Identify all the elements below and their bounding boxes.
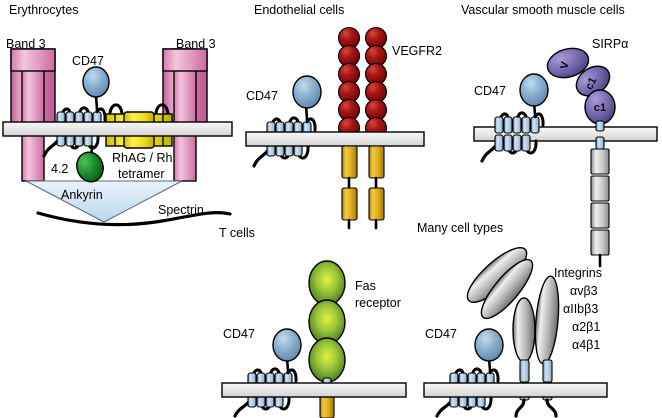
label-sirpa-domain-c1-lower: c1 <box>594 102 606 114</box>
label-cd47-endothelial: CD47 <box>246 89 278 103</box>
vegfr2-kinase-domains <box>341 145 385 230</box>
label-sirpa: SIRPα <box>592 37 628 51</box>
label-rhag-line2: tetramer <box>118 167 165 181</box>
ankyrin-complex <box>25 180 183 223</box>
panel-title-many-cell-types: Many cell types <box>417 221 503 235</box>
cd47-erythrocyte <box>42 66 110 158</box>
panel-erythrocytes: Erythrocytes <box>2 3 255 240</box>
label-cd47-vsmc: CD47 <box>474 84 506 98</box>
panel-title-endothelial: Endothelial cells <box>254 3 344 17</box>
label-protein-4-2: 4.2 <box>51 162 68 176</box>
label-integrin-avb3: αvβ3 <box>570 284 598 298</box>
panel-title-t-cells: T cells <box>219 226 255 240</box>
membrane-erythrocyte <box>2 121 233 137</box>
label-cd47-many-cell-types: CD47 <box>425 327 457 341</box>
panel-many-cell-types: Many cell types <box>417 221 608 418</box>
label-integrin-a2b1: α2β1 <box>572 320 600 334</box>
band3-left-protein <box>10 48 56 182</box>
label-integrin-a4b1: α4β1 <box>572 338 600 352</box>
panel-title-erythrocytes: Erythrocytes <box>9 3 78 17</box>
label-spectrin: Spectrin <box>158 203 204 217</box>
membrane-endothelial <box>245 131 425 147</box>
label-band3-right: Band 3 <box>176 37 216 51</box>
label-vegfr2: VEGFR2 <box>392 44 442 58</box>
label-fas-line2: receptor <box>355 296 401 310</box>
cd47-many-cell-types <box>435 328 504 418</box>
vegfr2-receptor <box>337 26 388 148</box>
label-ankyrin: Ankyrin <box>61 188 103 202</box>
label-band3-left: Band 3 <box>6 37 46 51</box>
label-rhag-line1: RhAG / Rh <box>112 151 172 165</box>
label-integrins-heading: Integrins <box>554 266 602 280</box>
label-cd47-t-cell: CD47 <box>223 327 255 341</box>
membrane-t-cell <box>221 382 407 398</box>
panel-vascular-smooth-muscle-cells: Vascular smooth muscle cells <box>461 3 658 268</box>
label-sirpa-domain-v: V <box>558 60 571 70</box>
cd47-vsmc <box>480 73 549 163</box>
fas-receptor <box>308 260 346 418</box>
label-cd47-erythrocyte: CD47 <box>72 54 104 68</box>
label-integrin-aIIbb3: αIIbβ3 <box>563 302 598 316</box>
panel-t-cells: CD47 Fas receptor <box>221 260 407 418</box>
sirpa-receptor: V c1 c1 <box>546 47 616 150</box>
panel-endothelial-cells: Endothelial cells <box>245 3 442 230</box>
membrane-many-cell-types <box>423 382 608 398</box>
label-fas-line1: Fas <box>355 279 376 293</box>
band3-right-protein <box>162 48 208 182</box>
protein-4-2-blob <box>76 144 104 183</box>
spectrin-filament <box>36 210 232 227</box>
cd47-t-cell <box>233 328 302 418</box>
label-sirpa-domain-c1-upper: c1 <box>583 76 599 92</box>
panel-title-vsmc: Vascular smooth muscle cells <box>461 3 625 17</box>
vsmc-intracellular-domains <box>590 148 610 268</box>
